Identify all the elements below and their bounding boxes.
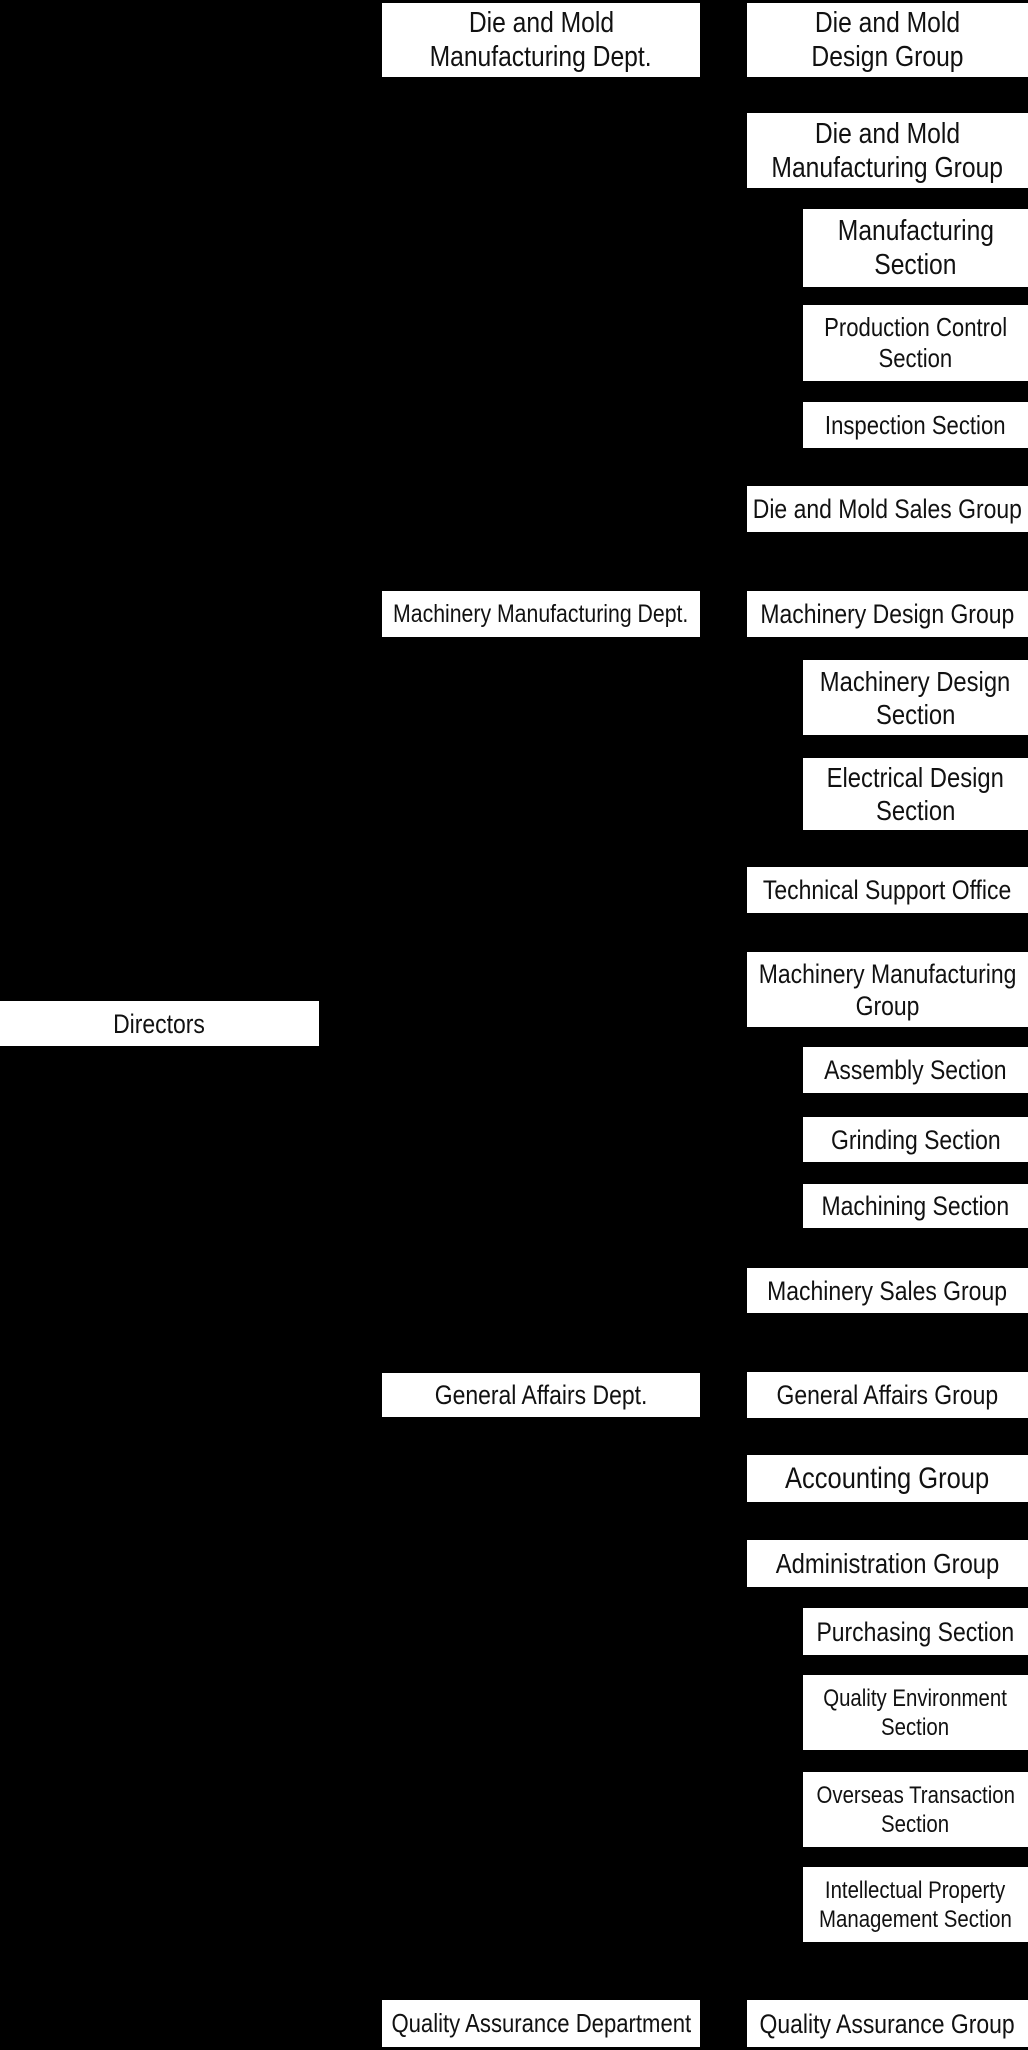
section-assembly-label: Assembly Section: [824, 1055, 1007, 1085]
section-intellectual-property-management-label-line2: Management Section: [819, 1905, 1012, 1933]
section-machining-box: Machining Section: [803, 1184, 1028, 1228]
section-overseas-transaction-label-line1: Overseas Transaction: [816, 1781, 1015, 1809]
section-electrical-design-box: Electrical Design Section: [803, 758, 1028, 830]
dept-die-and-mold-manufacturing-label-line2: Manufacturing Dept.: [430, 41, 652, 73]
section-inspection-box: Inspection Section: [803, 402, 1028, 448]
office-technical-support-label: Technical Support Office: [763, 875, 1012, 905]
section-overseas-transaction-label-line2: Section: [881, 1810, 950, 1838]
group-machinery-design-label: Machinery Design Group: [760, 599, 1015, 629]
group-die-and-mold-design-label-line1: Die and Mold: [814, 7, 961, 39]
section-electrical-design-label-line2: Section: [875, 795, 956, 826]
group-die-and-mold-design-label-line2: Design Group: [811, 41, 964, 73]
group-general-affairs-box: General Affairs Group: [747, 1372, 1028, 1418]
section-manufacturing-label-line2: Section: [874, 249, 957, 281]
section-grinding-label: Grinding Section: [830, 1124, 1001, 1155]
section-quality-environment-box: Quality Environment Section: [803, 1675, 1028, 1750]
section-quality-environment-label-line2: Section: [881, 1713, 950, 1741]
group-administration-box: Administration Group: [747, 1540, 1028, 1587]
group-die-and-mold-sales-box: Die and Mold Sales Group: [747, 486, 1028, 532]
section-manufacturing-box: Manufacturing Section: [803, 209, 1028, 287]
section-overseas-transaction-box: Overseas Transaction Section: [803, 1772, 1028, 1847]
directors-label: Directors: [113, 1008, 206, 1039]
group-machinery-design-box: Machinery Design Group: [747, 591, 1028, 637]
section-inspection-label: Inspection Section: [825, 409, 1006, 440]
dept-machinery-manufacturing-label: Machinery Manufacturing Dept.: [393, 600, 689, 628]
section-purchasing-box: Purchasing Section: [803, 1608, 1028, 1655]
section-manufacturing-label-line1: Manufacturing: [837, 215, 994, 247]
section-machinery-design-label-line1: Machinery Design: [820, 665, 1011, 697]
dept-general-affairs-label: General Affairs Dept.: [434, 1380, 648, 1410]
dept-general-affairs-box: General Affairs Dept.: [382, 1373, 700, 1417]
group-die-and-mold-design-box: Die and Mold Design Group: [747, 3, 1028, 77]
group-accounting-box: Accounting Group: [747, 1455, 1028, 1502]
section-production-control-label-line1: Production Control: [823, 312, 1008, 342]
section-production-control-box: Production Control Section: [803, 305, 1028, 381]
group-accounting-label: Accounting Group: [785, 1462, 990, 1495]
section-machinery-design-label-line2: Section: [875, 698, 956, 730]
section-machinery-design-box: Machinery Design Section: [803, 660, 1028, 735]
group-die-and-mold-manufacturing-box: Die and Mold Manufacturing Group: [747, 113, 1028, 188]
group-machinery-sales-box: Machinery Sales Group: [747, 1268, 1028, 1313]
section-electrical-design-label-line1: Electrical Design: [826, 762, 1005, 793]
dept-quality-assurance-label: Quality Assurance Department: [391, 2008, 691, 2038]
section-grinding-box: Grinding Section: [803, 1117, 1028, 1162]
dept-machinery-manufacturing-box: Machinery Manufacturing Dept.: [382, 591, 700, 637]
group-die-and-mold-manufacturing-label-line2: Manufacturing Group: [771, 151, 1004, 184]
section-machining-label: Machining Section: [821, 1191, 1010, 1221]
office-technical-support-box: Technical Support Office: [747, 867, 1028, 913]
group-quality-assurance-box: Quality Assurance Group: [747, 2000, 1028, 2047]
dept-die-and-mold-manufacturing-label-line1: Die and Mold: [468, 7, 614, 39]
dept-quality-assurance-box: Quality Assurance Department: [382, 2000, 700, 2047]
group-machinery-manufacturing-label-line2: Group: [855, 990, 920, 1021]
group-general-affairs-label: General Affairs Group: [776, 1380, 999, 1410]
directors-box: Directors: [0, 1001, 319, 1046]
group-die-and-mold-manufacturing-label-line1: Die and Mold: [814, 117, 961, 150]
section-purchasing-label: Purchasing Section: [816, 1616, 1015, 1647]
section-intellectual-property-management-label-line1: Intellectual Property: [825, 1876, 1006, 1904]
section-production-control-label-line2: Section: [878, 343, 953, 373]
dept-die-and-mold-manufacturing-box: Die and Mold Manufacturing Dept.: [382, 3, 700, 77]
section-assembly-box: Assembly Section: [803, 1047, 1028, 1093]
group-quality-assurance-label: Quality Assurance Group: [759, 2008, 1016, 2039]
section-intellectual-property-management-box: Intellectual Property Management Section: [803, 1867, 1028, 1942]
section-quality-environment-label-line1: Quality Environment: [823, 1684, 1008, 1712]
group-administration-label: Administration Group: [775, 1548, 1000, 1579]
group-machinery-sales-label: Machinery Sales Group: [767, 1275, 1008, 1306]
group-machinery-manufacturing-box: Machinery Manufacturing Group: [747, 952, 1028, 1027]
group-die-and-mold-sales-label: Die and Mold Sales Group: [752, 494, 1023, 524]
group-machinery-manufacturing-label-line1: Machinery Manufacturing: [758, 958, 1017, 989]
